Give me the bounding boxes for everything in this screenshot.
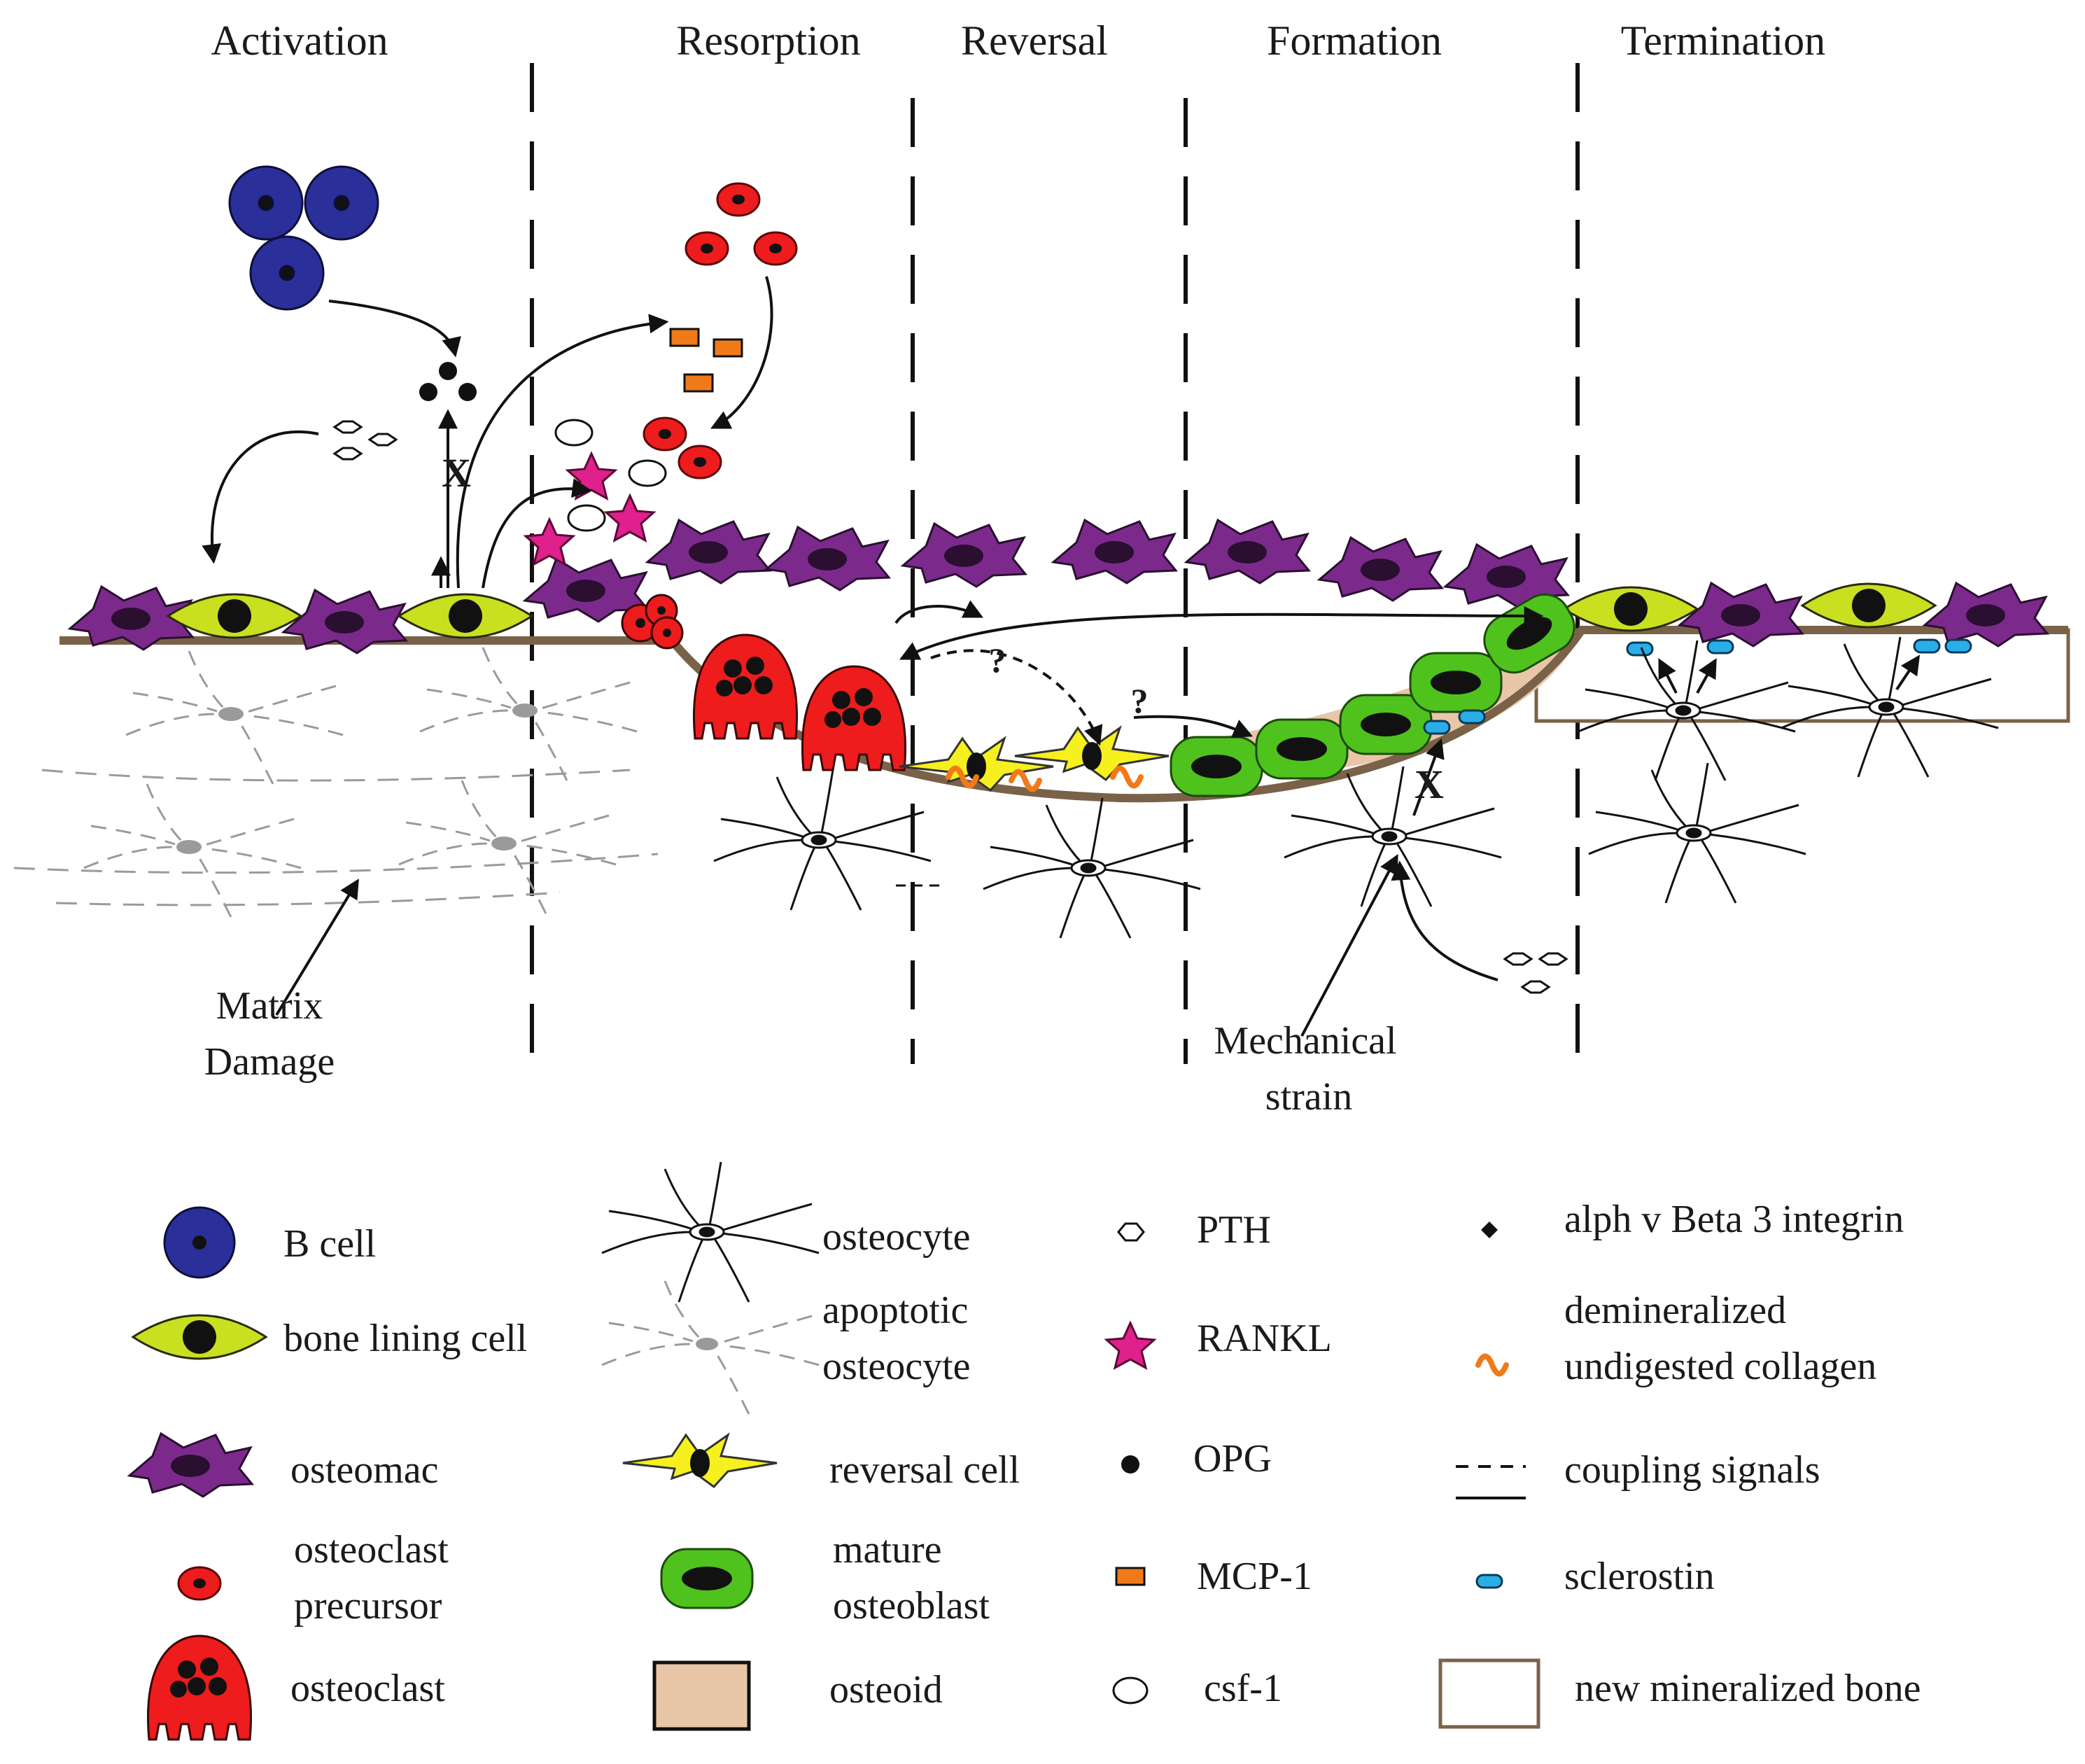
mechanical-strain-line1: Mechanical — [1214, 1019, 1396, 1063]
svg-text:demineralized: demineralized — [1564, 1289, 1786, 1332]
svg-text:osteocyte: osteocyte — [822, 1345, 970, 1388]
legend-pth: PTH — [1117, 1208, 1271, 1252]
damaged-matrix — [13, 646, 659, 918]
reversal-zone — [898, 727, 1170, 792]
phase-reversal: Reversal — [961, 18, 1108, 64]
annotations: Matrix Damage Mechanical strain — [204, 984, 1397, 1119]
svg-text:undigested collagen: undigested collagen — [1564, 1345, 1876, 1388]
svg-text:coupling signals: coupling signals — [1564, 1448, 1820, 1492]
phase-formation: Formation — [1267, 18, 1442, 64]
svg-text:csf-1: csf-1 — [1204, 1667, 1282, 1710]
opg-molecules — [419, 362, 477, 401]
svg-text:sclerostin: sclerostin — [1564, 1555, 1715, 1598]
svg-text:apoptotic: apoptotic — [822, 1289, 968, 1332]
coupling-dashed-arrows — [930, 649, 1103, 746]
phase-termination: Termination — [1621, 18, 1825, 64]
legend-csf1: csf-1 — [1112, 1667, 1282, 1710]
legend-sclerostin: sclerostin — [1475, 1555, 1715, 1598]
osteocyte-network — [712, 636, 2000, 939]
legend-integrin: alph v Beta 3 integrin — [1481, 1198, 1904, 1241]
phase-titles: Activation Resorption Reversal Formation… — [211, 18, 1825, 64]
phase-resorption: Resorption — [676, 18, 860, 64]
legend-rankl: RANKL — [1104, 1317, 1332, 1370]
legend-b-cell: B cell — [163, 1206, 376, 1279]
svg-text:PTH: PTH — [1197, 1208, 1271, 1252]
legend-osteomac: osteomac — [128, 1432, 438, 1498]
legend-reversal-cell: reversal cell — [622, 1434, 1020, 1492]
legend-coupling-signals: coupling signals — [1456, 1448, 1820, 1499]
svg-text:MCP-1: MCP-1 — [1197, 1555, 1312, 1598]
mechanical-strain-line2: strain — [1265, 1075, 1352, 1119]
legend-mature-osteoblast: mature osteoblast — [660, 1528, 990, 1628]
svg-text:alph v Beta 3 integrin: alph v Beta 3 integrin — [1564, 1198, 1904, 1241]
question-mark-1: ? — [989, 640, 1006, 680]
svg-text:bone lining cell: bone lining cell — [283, 1317, 527, 1360]
mcp1-molecules — [669, 328, 743, 393]
legend-bone-lining-cell: bone lining cell — [132, 1314, 527, 1360]
svg-text:osteoclast: osteoclast — [294, 1528, 449, 1572]
legend-collagen: demineralized undigested collagen — [1475, 1289, 1876, 1388]
svg-text:osteomac: osteomac — [290, 1448, 438, 1492]
legend-osteoclast-precursor: osteoclast precursor — [177, 1528, 449, 1628]
svg-text:precursor: precursor — [294, 1584, 442, 1628]
svg-text:osteocyte: osteocyte — [822, 1215, 970, 1259]
legend-apoptotic-osteocyte: apoptotic osteocyte — [601, 1280, 970, 1415]
sclerostin-molecules — [1423, 638, 1972, 735]
legend-mcp1: MCP-1 — [1115, 1555, 1312, 1598]
inhibition-marks: X X ? ? — [442, 450, 1444, 807]
legend-opg: OPG — [1121, 1437, 1272, 1480]
legend: B cell bone lining cell osteomac osteocl… — [128, 1161, 1921, 1741]
legend-osteoid: osteoid — [652, 1660, 943, 1731]
legend-osteoclast: osteoclast — [147, 1634, 445, 1741]
svg-text:OPG: OPG — [1193, 1437, 1272, 1480]
svg-text:RANKL: RANKL — [1197, 1317, 1332, 1360]
b-cells — [228, 165, 379, 311]
legend-new-mineralized-bone: new mineralized bone — [1438, 1658, 1921, 1729]
coupling-arrows — [899, 606, 1544, 738]
svg-text:reversal cell: reversal cell — [829, 1448, 1020, 1492]
osteoclast-precursors — [643, 182, 798, 479]
pth-molecules — [332, 420, 1568, 994]
svg-text:osteoclast: osteoclast — [290, 1667, 445, 1710]
block-mark-activation: X — [442, 450, 471, 496]
svg-text:osteoid: osteoid — [829, 1668, 943, 1712]
osteomac-canopy — [69, 519, 2049, 654]
matrix-damage-line2: Damage — [204, 1040, 335, 1084]
legend-osteocyte: osteocyte — [601, 1161, 970, 1303]
phase-dividers — [530, 63, 1580, 1064]
block-mark-formation: X — [1414, 762, 1444, 807]
osteoclasts — [621, 594, 906, 771]
svg-text:osteoblast: osteoblast — [833, 1584, 990, 1628]
svg-text:B cell: B cell — [283, 1222, 376, 1266]
phase-activation: Activation — [211, 18, 388, 64]
new-mineralized-bone — [1534, 628, 2070, 723]
question-mark-2: ? — [1131, 681, 1149, 720]
svg-text:new mineralized bone: new mineralized bone — [1575, 1667, 1921, 1710]
matrix-damage-line1: Matrix — [216, 984, 323, 1028]
csf1-molecules — [554, 419, 667, 532]
svg-text:mature: mature — [833, 1528, 941, 1572]
